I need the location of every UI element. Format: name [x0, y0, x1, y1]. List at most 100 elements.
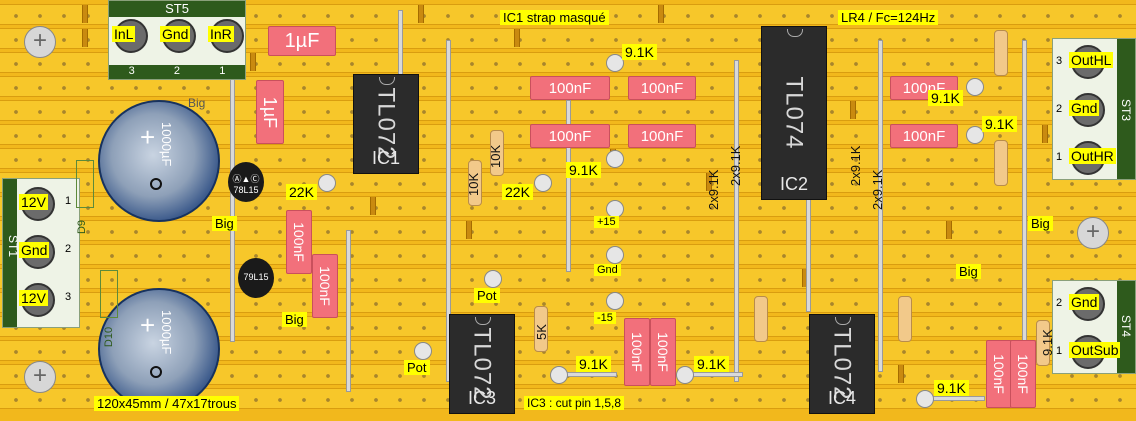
- track-cut: [514, 29, 520, 47]
- wire-link: [686, 372, 743, 377]
- resistor-label: 2x9.1K: [848, 145, 863, 186]
- connector-title: ST4: [1118, 314, 1133, 338]
- wire-link: [1022, 40, 1027, 372]
- pin-number: 2: [65, 243, 72, 255]
- resistor: [994, 140, 1008, 186]
- terminal-screw: OutHL: [1069, 45, 1114, 79]
- pin-number: 2: [173, 65, 181, 77]
- ic-ic2: TL074 IC2: [761, 26, 827, 200]
- cap-value-label: 1000µF: [159, 122, 174, 167]
- pin-label: 12V: [19, 194, 48, 210]
- capacitor-100nf: 100nF: [312, 254, 338, 318]
- pin-label: Gnd: [160, 26, 191, 42]
- big-label: Big: [1028, 216, 1053, 231]
- wire-link: [346, 230, 351, 392]
- track-cut: [898, 365, 904, 383]
- cap-value: 100nF: [629, 332, 646, 372]
- mounting-hole: +: [24, 361, 56, 393]
- pin-number-bar: 3 2 1: [109, 65, 245, 79]
- solder-pad: [966, 126, 984, 144]
- regulator-label: 79L15: [243, 272, 269, 282]
- wire-link: [398, 10, 403, 82]
- track-cut: [250, 53, 256, 71]
- pad-gnd: [606, 246, 624, 264]
- cap-value: 100nF: [902, 127, 946, 145]
- track-cut: [1042, 125, 1048, 143]
- resistor: [490, 130, 504, 176]
- solder-pad: [318, 174, 336, 192]
- pin-number: 2: [1056, 297, 1063, 309]
- capacitor-100nf: 100nF: [530, 76, 610, 100]
- pin-label: Gnd: [1069, 100, 1100, 116]
- resistor-label: 22K: [502, 184, 533, 200]
- wire-link: [560, 372, 617, 377]
- electrolytic-capacitor: + 1000µF: [98, 100, 220, 222]
- pin-label: OutSub: [1069, 342, 1121, 358]
- solder-pad: [550, 366, 568, 384]
- track-cut: [466, 221, 472, 239]
- regulator-78l15: Ⓐ▲Ⓒ 78L15: [228, 162, 264, 202]
- pin-number: 1: [1056, 151, 1063, 163]
- pot-pad: [484, 270, 502, 288]
- cap-value: 100nF: [548, 79, 592, 97]
- resistor-label: 9.1K: [1040, 329, 1055, 356]
- resistor-label: 9.1K: [982, 116, 1017, 132]
- wire-link: [446, 40, 451, 382]
- capacitor-1uf: 1µF: [256, 80, 284, 144]
- ic-ref: IC2: [779, 174, 808, 194]
- pin-label: Gnd: [1069, 294, 1100, 310]
- capacitor-100nf: 100nF: [530, 124, 610, 148]
- terminal-screw: InR: [208, 19, 244, 53]
- cap-value: 1µF: [284, 29, 320, 52]
- ic-ic4: TL072 IC4: [809, 314, 875, 414]
- track-cut: [82, 29, 88, 47]
- pin-number: 1: [219, 65, 226, 77]
- pad-minus15: [606, 292, 624, 310]
- track-cut: [946, 221, 952, 239]
- terminal-screw: 12V: [19, 187, 55, 221]
- resistor-label: 9.1K: [622, 44, 657, 60]
- supply-label: +15: [594, 216, 619, 228]
- board-size-label: 120x45mm / 47x17trous: [94, 396, 240, 411]
- connector-st5: ST5 InL Gnd InR 3 2 1: [108, 0, 246, 80]
- title-label: IC1 strap masqué: [500, 10, 609, 25]
- track-cut: [706, 173, 712, 191]
- terminal-screw: Gnd: [19, 235, 55, 269]
- polarity-plus: +: [140, 122, 156, 152]
- supply-label: -15: [594, 312, 616, 324]
- wire-link: [928, 396, 985, 401]
- regulator-label: Ⓐ▲Ⓒ 78L15: [232, 174, 260, 195]
- terminal-screw: Gnd: [1069, 93, 1105, 127]
- cap-value: 100nF: [291, 222, 308, 262]
- big-label: Big: [282, 312, 307, 327]
- capacitor-100nf: 100nF: [986, 340, 1012, 408]
- connector-bar: [1117, 281, 1135, 373]
- big-label: Big: [188, 96, 206, 110]
- diode-d9: D9: [76, 160, 94, 234]
- pin-label: InL: [112, 26, 136, 42]
- big-label: Big: [212, 216, 237, 231]
- big-label: Big: [956, 264, 981, 279]
- ic-ref: IC3: [467, 388, 496, 408]
- terminal-screw: InL: [112, 19, 148, 53]
- connector-bar: [1117, 39, 1135, 179]
- cap-value: 100nF: [317, 266, 334, 306]
- cap-value: 100nF: [1015, 354, 1032, 394]
- diode-label: D9: [76, 219, 89, 235]
- track-cut: [418, 5, 424, 23]
- resistor-label: 5K: [534, 324, 549, 340]
- connector-st4: ST4 Gnd OutSub 2 1: [1052, 280, 1136, 374]
- regulator-79l15: 79L15: [238, 258, 274, 298]
- pot-label: Pot: [404, 360, 430, 375]
- resistor-label: 2x9.1K: [706, 169, 721, 210]
- resistor-label: 10K: [466, 172, 481, 196]
- pin-number: 3: [1056, 55, 1063, 67]
- track-cut: [850, 101, 856, 119]
- resistor-label: 10K: [488, 144, 503, 168]
- mounting-hole: +: [1077, 217, 1109, 249]
- connector-st1: ST1 12V Gnd 12V 1 2 3: [2, 178, 80, 328]
- resistor-label: 22K: [286, 184, 317, 200]
- capacitor-1uf: 1µF: [268, 26, 336, 56]
- filter-note-label: LR4 / Fc=124Hz: [838, 10, 939, 25]
- mounting-hole: +: [24, 26, 56, 58]
